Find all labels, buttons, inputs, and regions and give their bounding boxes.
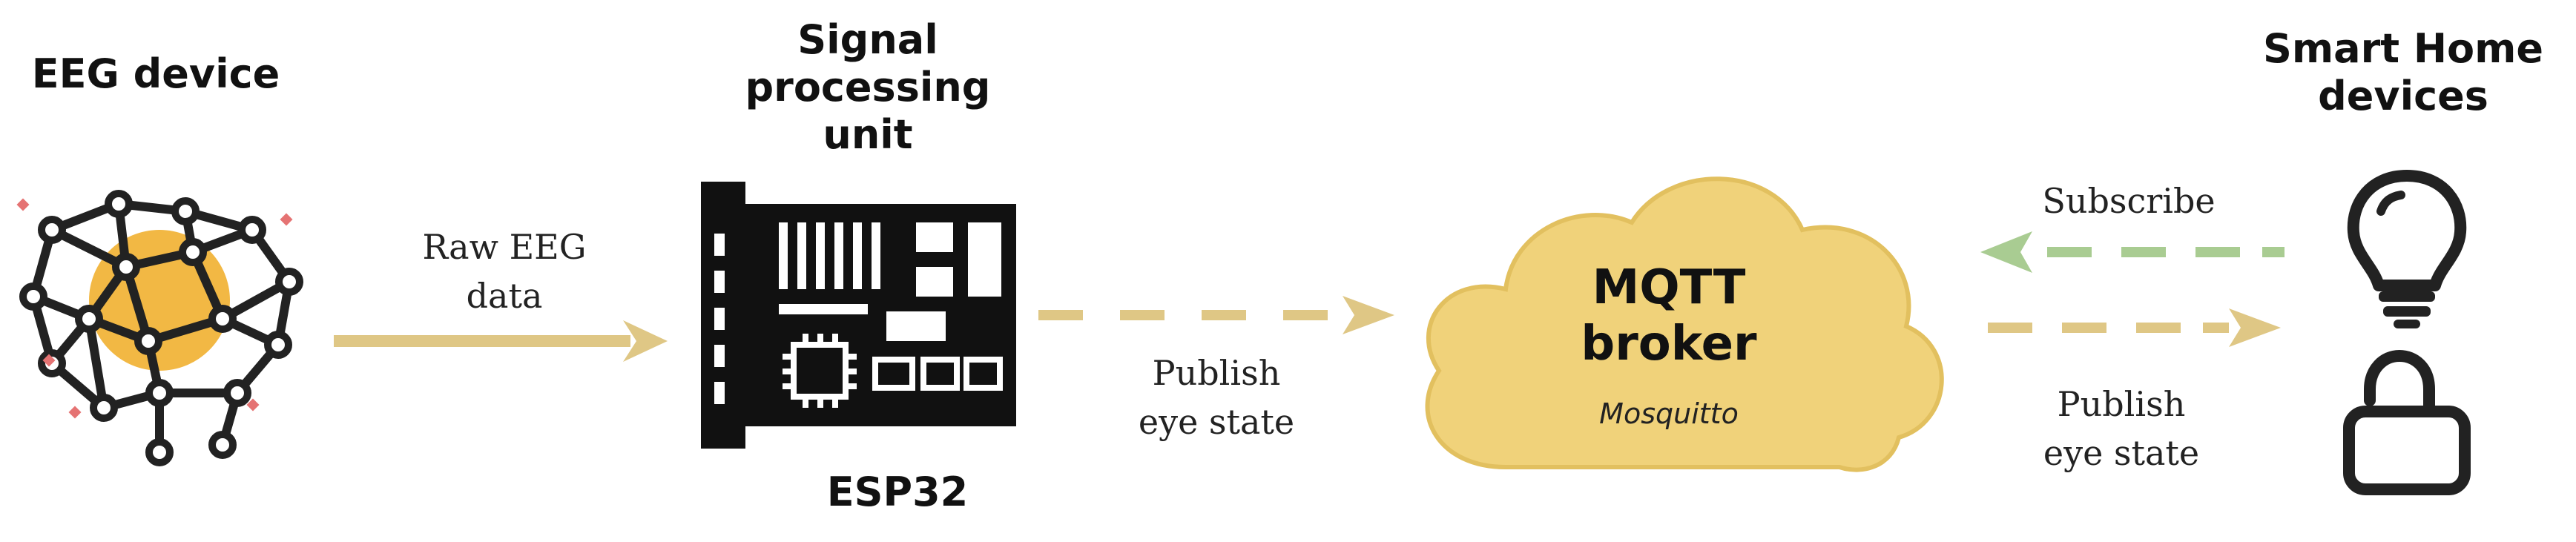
publish-to-devices-arrow <box>1988 308 2281 347</box>
signal-processing-title: Signal processing unit <box>745 16 991 158</box>
circuit-board-icon <box>701 182 1016 449</box>
publish-to-devices-label: Publish eye state <box>2043 384 2200 473</box>
smart-home-title: Smart Home devices <box>2262 25 2544 119</box>
esp32-label: ESP32 <box>826 469 969 515</box>
raw-eeg-label: Raw EEG data <box>422 227 587 316</box>
eeg-device-title: EEG device <box>31 50 280 97</box>
mosquitto-label: Mosquitto <box>1599 397 1739 430</box>
light-bulb-icon <box>2347 170 2467 328</box>
publish-to-broker-arrow <box>1038 296 1394 334</box>
subscribe-arrow <box>1980 231 2285 273</box>
unlocked-padlock-icon <box>2343 349 2471 495</box>
subscribe-label: Subscribe <box>2042 181 2216 221</box>
publish-to-broker-label: Publish eye state <box>1138 353 1295 442</box>
brain-network-icon <box>16 190 303 466</box>
cloud-icon <box>1425 176 1944 472</box>
mqtt-broker-title: MQTT broker <box>1581 260 1757 371</box>
raw-eeg-arrow <box>334 320 668 362</box>
